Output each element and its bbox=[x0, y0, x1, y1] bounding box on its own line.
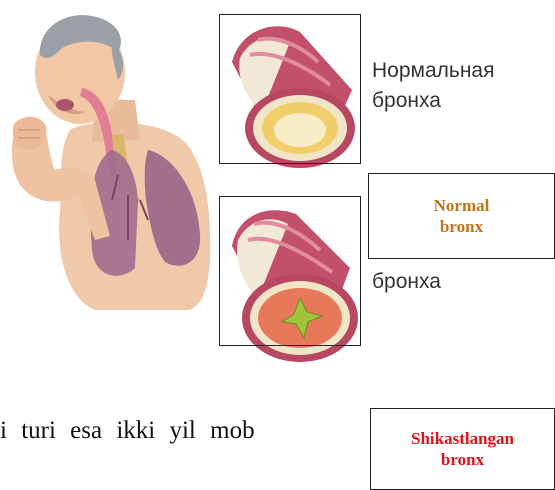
normal-bronchus-frame bbox=[219, 14, 361, 164]
damaged-callout-line1: Shikastlangan bbox=[411, 428, 514, 449]
normal-bronchus-label-line2: бронха bbox=[372, 87, 441, 114]
damaged-bronchus-frame bbox=[219, 196, 361, 346]
damaged-bronx-callout: Shikastlangan bronx bbox=[370, 408, 555, 490]
normal-callout-line1: Normal bbox=[434, 195, 490, 216]
normal-bronx-callout: Normal bronx bbox=[368, 173, 555, 259]
coughing-man-figure bbox=[12, 15, 211, 310]
normal-bronchus-label-line1: Нормальная bbox=[372, 57, 494, 84]
normal-callout-line2: bronx bbox=[440, 216, 483, 237]
body-text-fragment: i turi esa ikki yil mob bbox=[0, 414, 368, 448]
damaged-callout-line2: bronx bbox=[441, 449, 484, 470]
damaged-bronchus-label: бронха bbox=[372, 268, 441, 295]
